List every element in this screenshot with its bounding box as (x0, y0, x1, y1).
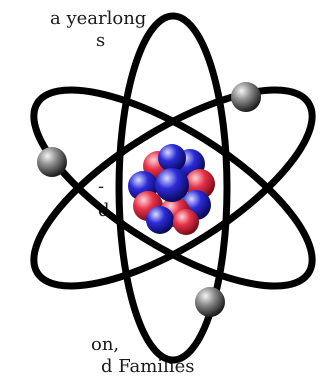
orbit-diagonal-1 (30, 86, 316, 290)
nucleus (128, 144, 215, 235)
text-fragment-line-3: - (98, 176, 105, 197)
text-fragment-line-1: a yearlong (50, 8, 147, 29)
orbit-diagonal-2 (30, 86, 316, 290)
text-fragment-line-2: s (96, 30, 106, 51)
text-fragment-line-6: d Families (101, 356, 195, 377)
text-fragment-line-5: on, (91, 334, 120, 355)
electron-bottom (195, 287, 225, 317)
orbit-vertical (115, 12, 231, 364)
electron-left (37, 147, 67, 177)
text-fragment-line-4: d (98, 200, 110, 221)
electron-top-right (231, 82, 261, 112)
